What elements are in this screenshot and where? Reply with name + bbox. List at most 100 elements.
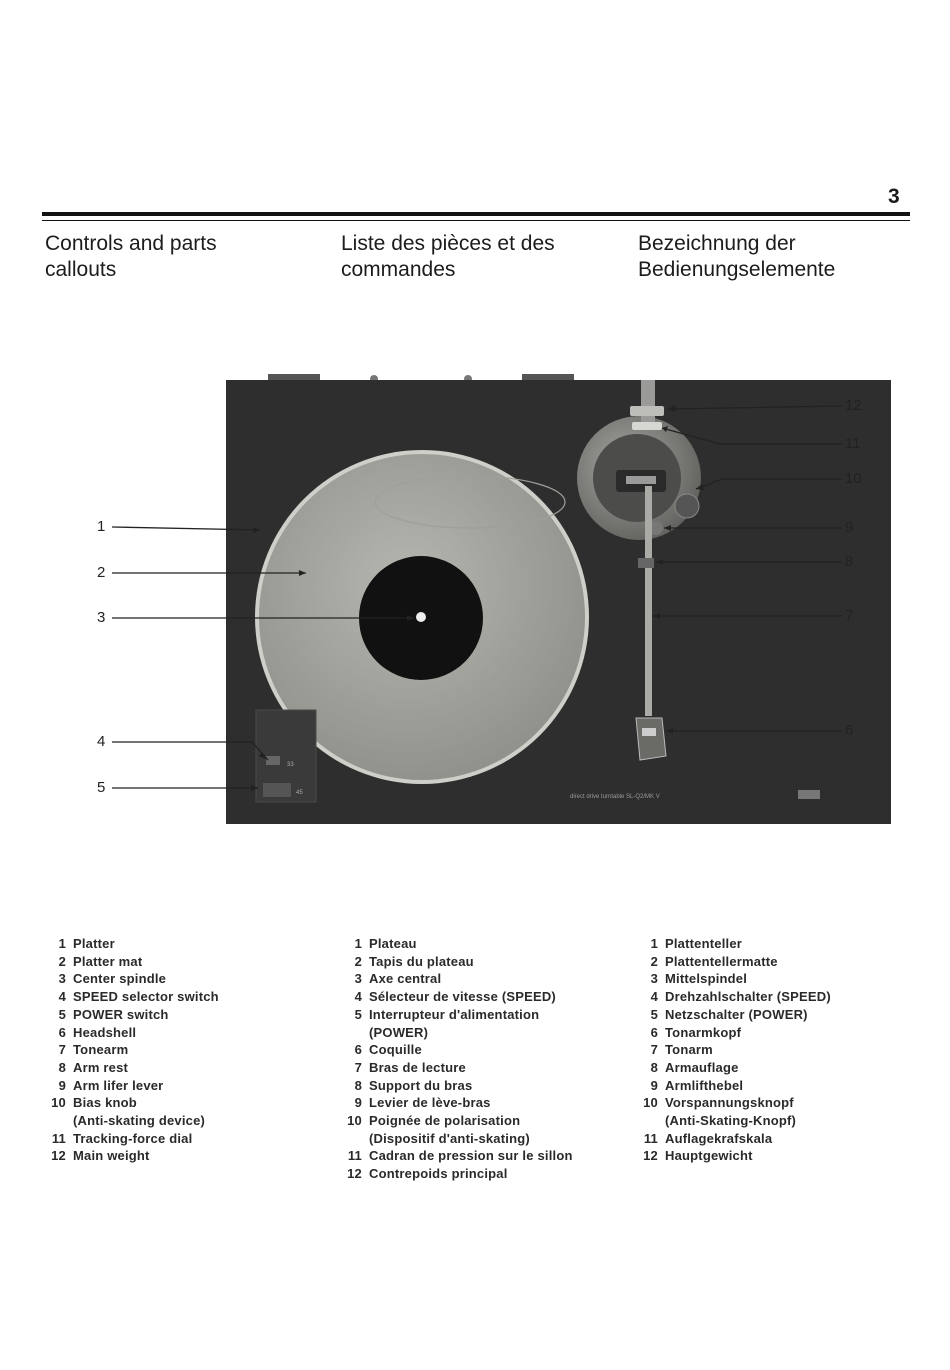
legend-item-number: 7	[38, 1041, 73, 1059]
model-plate: direct drive turntable SL-Q2/MK V	[570, 794, 660, 800]
main-weight	[630, 406, 664, 416]
legend-item: (Anti-Skating-Knopf)	[630, 1112, 920, 1130]
legend-item-text: Poignée de polarisation	[369, 1112, 520, 1130]
heading-line: commandes	[341, 257, 621, 283]
legend-item-number: 9	[38, 1077, 73, 1095]
legend-item-number	[630, 1112, 665, 1130]
legend-item-text: Interrupteur d'alimentation	[369, 1006, 539, 1024]
legend-item-text: (Anti-skating device)	[73, 1112, 205, 1130]
legend-item-number: 2	[38, 953, 73, 971]
legend-item-text: Vorspannungsknopf	[665, 1094, 794, 1112]
legend-item-number: 7	[334, 1059, 369, 1077]
tracking-force-dial	[632, 422, 662, 430]
legend-item-text: Main weight	[73, 1147, 150, 1165]
legend-item-number: 8	[38, 1059, 73, 1077]
speed-mark: 45	[296, 790, 303, 796]
legend-item-text: (POWER)	[369, 1024, 428, 1042]
legend-item-text: (Anti-Skating-Knopf)	[665, 1112, 796, 1130]
legend-item: 6Coquille	[334, 1041, 624, 1059]
legend-item: 10Vorspannungsknopf	[630, 1094, 920, 1112]
legend-item-number: 6	[38, 1024, 73, 1042]
legend-item-text: Arm lifer lever	[73, 1077, 163, 1095]
legend-item-number: 11	[630, 1130, 665, 1148]
legend-item-text: Mittelspindel	[665, 970, 747, 988]
legend-item-text: (Dispositif d'anti-skating)	[369, 1130, 530, 1148]
callout-number-4: 4	[97, 734, 105, 750]
legend-item-number	[334, 1130, 369, 1148]
legend-item-text: Levier de lève-bras	[369, 1094, 491, 1112]
callout-number-5: 5	[97, 780, 105, 796]
legend-item-number: 1	[38, 935, 73, 953]
legend-item-text: Plateau	[369, 935, 417, 953]
legend-item: (Anti-skating device)	[38, 1112, 328, 1130]
heading-line: callouts	[45, 257, 325, 283]
legend-item-number: 8	[630, 1059, 665, 1077]
legend-item-text: Center spindle	[73, 970, 166, 988]
legend-item-text: Bias knob	[73, 1094, 137, 1112]
legend-item: 3Center spindle	[38, 970, 328, 988]
legend-french: 1Plateau2Tapis du plateau3Axe central4Sé…	[334, 935, 624, 1183]
header-rule-thick	[42, 212, 910, 216]
legend-item-number: 8	[334, 1077, 369, 1095]
legend-item: (Dispositif d'anti-skating)	[334, 1130, 624, 1148]
legend-item-text: Bras de lecture	[369, 1059, 466, 1077]
legend-item-text: SPEED selector switch	[73, 988, 219, 1006]
heading-english: Controls and parts callouts	[45, 231, 325, 283]
callout-number-8: 8	[845, 554, 853, 570]
heading-french: Liste des pièces et des commandes	[341, 231, 621, 283]
callout-number-11: 11	[845, 436, 861, 452]
legend-item-text: Tapis du plateau	[369, 953, 474, 971]
callout-number-1: 1	[97, 519, 105, 535]
legend-item-text: Tracking-force dial	[73, 1130, 192, 1148]
power-switch	[263, 783, 291, 797]
callout-number-3: 3	[97, 610, 105, 626]
legend-item-text: Armlifthebel	[665, 1077, 743, 1095]
legend-item-text: Axe central	[369, 970, 441, 988]
legend-item-text: Platter mat	[73, 953, 142, 971]
heading-line: Controls and parts	[45, 231, 325, 257]
legend-item-text: Support du bras	[369, 1077, 472, 1095]
brand-badge	[798, 790, 820, 799]
tonearm-tube	[645, 486, 652, 716]
bias-knob	[675, 494, 699, 518]
legend-item-number: 1	[334, 935, 369, 953]
legend-item-number: 10	[334, 1112, 369, 1130]
legend-item-text: Armauflage	[665, 1059, 739, 1077]
callout-number-10: 10	[845, 471, 862, 487]
legend-item-text: Netzschalter (POWER)	[665, 1006, 808, 1024]
turntable-diagram: 33 45 direct drive turntable SL-Q2/MK V	[0, 360, 950, 830]
legend-item-number: 2	[334, 953, 369, 971]
legend-item-number: 4	[334, 988, 369, 1006]
legend-item-text: Drehzahlschalter (SPEED)	[665, 988, 831, 1006]
callout-number-2: 2	[97, 565, 105, 581]
legend-item-number: 11	[334, 1147, 369, 1165]
legend-item-text: Cadran de pression sur le sillon	[369, 1147, 573, 1165]
legend-item-number: 7	[630, 1041, 665, 1059]
legend-item-number: 4	[38, 988, 73, 1006]
legend-item-text: Plattentellermatte	[665, 953, 778, 971]
heading-line: Liste des pièces et des	[341, 231, 621, 257]
callout-number-9: 9	[845, 520, 853, 536]
page-number: 3	[888, 185, 900, 209]
center-spindle	[416, 612, 426, 622]
legend-item: 10Poignée de polarisation	[334, 1112, 624, 1130]
headshell	[636, 718, 666, 760]
legend-item-text: POWER switch	[73, 1006, 169, 1024]
legend-item-text: Platter	[73, 935, 115, 953]
legend-item-number: 10	[630, 1094, 665, 1112]
